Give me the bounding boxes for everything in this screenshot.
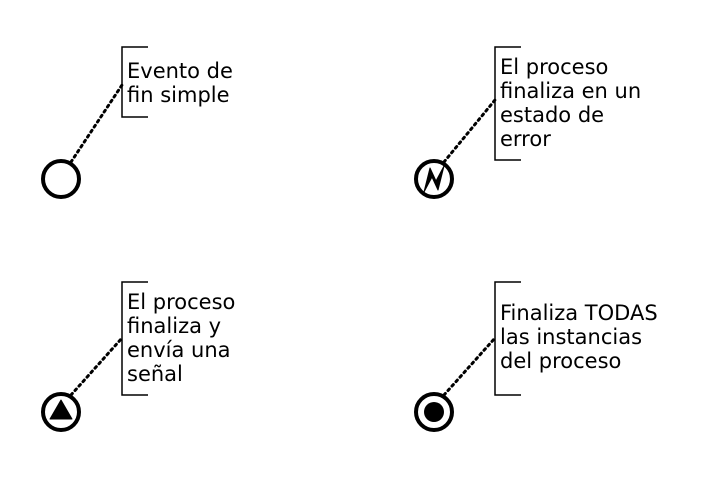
signal-triangle-icon [49, 399, 73, 420]
annotation-bracket [494, 281, 521, 396]
annotation-line: Evento de [127, 59, 233, 83]
association-line [69, 336, 124, 397]
association-line [442, 98, 497, 164]
simple-end-event: Evento de fin simple [41, 46, 240, 199]
annotation-line: del proceso [500, 349, 621, 373]
annotation-bracket [121, 281, 148, 396]
error-lightning-icon [423, 165, 445, 193]
association-line [69, 83, 124, 164]
annotation-line: señal [127, 362, 183, 386]
annotation-line: El proceso [127, 290, 235, 314]
annotation-text: Evento de fin simple [127, 59, 240, 107]
empty-circle-icon[interactable] [41, 159, 81, 199]
annotation-bracket [494, 46, 521, 161]
terminate-filled-circle-icon [424, 402, 444, 422]
annotation-line: Finaliza TODAS [500, 301, 658, 325]
annotation-text: El proceso finaliza en un estado de erro… [500, 55, 648, 151]
annotation-text: Finaliza TODAS las instancias del proces… [500, 301, 664, 373]
signal-end-event: El proceso finaliza y envía una señal [41, 281, 242, 432]
association-line [442, 336, 497, 397]
annotation-line: fin simple [127, 83, 230, 107]
annotation-text: El proceso finaliza y envía una señal [127, 290, 242, 386]
terminate-end-event: Finaliza TODAS las instancias del proces… [414, 281, 664, 432]
error-end-event: El proceso finaliza en un estado de erro… [414, 46, 648, 199]
annotation-line: El proceso [500, 55, 608, 79]
annotation-line: finaliza y [127, 314, 221, 338]
annotation-line: error [500, 127, 551, 151]
annotation-line: envía una [127, 338, 231, 362]
annotation-bracket [121, 46, 148, 118]
annotation-line: las instancias [500, 325, 642, 349]
annotation-line: finaliza en un [500, 79, 641, 103]
annotation-line: estado de [500, 103, 604, 127]
